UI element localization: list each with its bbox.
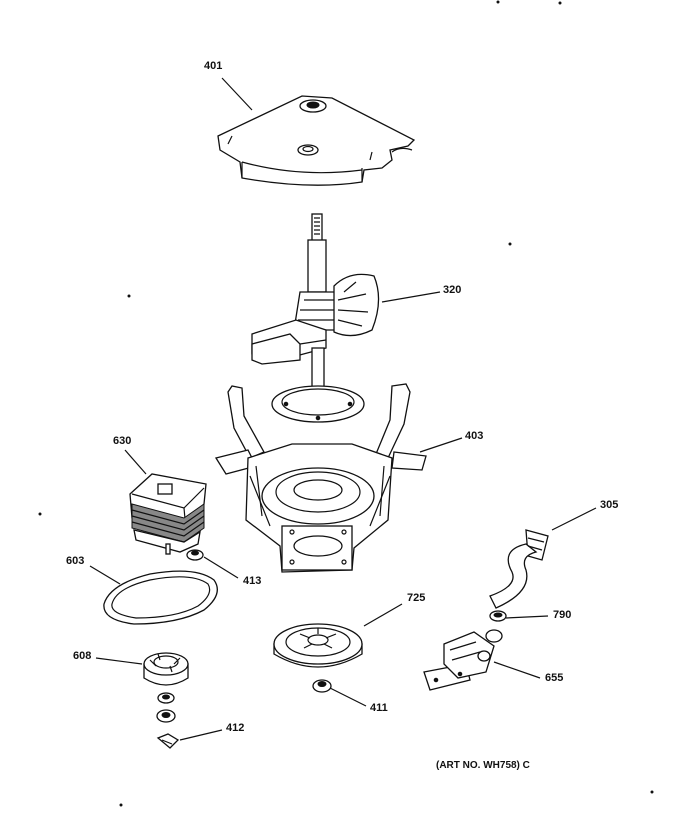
part-413-nut [186, 549, 204, 561]
label-608: 608 [73, 650, 92, 662]
label-725: 725 [407, 592, 426, 604]
scan-specks [38, 0, 654, 807]
label-790: 790 [553, 609, 572, 621]
label-655: 655 [545, 672, 564, 684]
art-number-note: (ART NO. WH758) C [436, 760, 530, 771]
part-412-screw [156, 733, 180, 749]
label-412: 412 [226, 722, 245, 734]
part-630-motor [129, 473, 207, 555]
part-603-belt [103, 570, 218, 625]
part-401-cover [217, 95, 416, 186]
label-630: 630 [113, 435, 132, 447]
label-403: 403 [465, 430, 484, 442]
part-320-transmission [251, 213, 380, 423]
label-320: 320 [443, 284, 462, 296]
label-411: 411 [370, 702, 388, 714]
label-401: 401 [204, 60, 223, 72]
part-608-pulley [143, 652, 189, 723]
part-725-pulley [273, 623, 363, 668]
part-411-nut [312, 679, 332, 693]
label-305: 305 [600, 499, 619, 511]
leader-lines [89, 77, 597, 741]
label-413: 413 [243, 575, 262, 587]
part-655-pump [423, 629, 503, 691]
part-305-hose [489, 529, 549, 609]
label-603: 603 [66, 555, 85, 567]
part-790-grommet [489, 610, 507, 622]
part-403-frame [214, 383, 427, 573]
